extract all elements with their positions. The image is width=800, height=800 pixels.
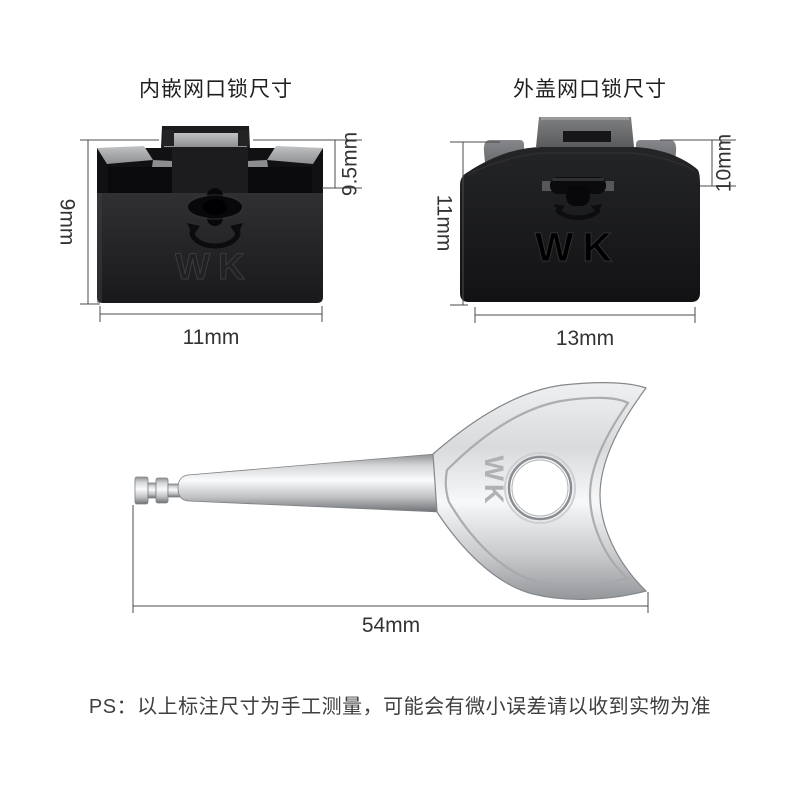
right-lock-height-left-dim: 11mm [432, 141, 500, 306]
right-lock-product: WK [460, 117, 700, 302]
note-text: PS：以上标注尺寸为手工测量，可能会有微小误差请以收到实物为准 [88, 696, 712, 718]
left-lock-title: 内嵌网口锁尺寸 [139, 78, 293, 101]
left-lock-rotate-arrow-icon [187, 223, 243, 249]
left-lock-figure: WK 9mm 9.5mm 11mm [55, 126, 362, 349]
left-lock-dimensions: 9mm 9.5mm 11mm [55, 132, 362, 349]
left-lock-product: WK [97, 126, 323, 303]
key-hole [504, 452, 576, 524]
left-lock-brand-logo: WK [175, 246, 253, 287]
right-lock-brand-logo: WK [535, 224, 621, 270]
key-length-label: 54mm [362, 614, 420, 637]
right-lock-height-right-label: 10mm [713, 134, 736, 192]
key-brand-logo: WK [479, 456, 509, 507]
left-lock-width-label: 11mm [183, 326, 240, 349]
right-lock-dimensions: 11mm 10mm 13mm [432, 134, 736, 350]
right-lock-title: 外盖网口锁尺寸 [513, 78, 667, 101]
key-shaft [177, 453, 440, 513]
right-lock-figure: WK 11mm 10mm 13mm [432, 117, 736, 350]
left-lock-height-right-dim: 9.5mm [253, 132, 362, 196]
left-lock-width-dim: 11mm [99, 306, 323, 349]
right-lock-top-tab [536, 117, 634, 147]
right-lock-height-right-dim: 10mm [660, 134, 736, 192]
key-length-dim: 54mm [132, 505, 649, 637]
left-lock-height-left-dim: 9mm [55, 139, 159, 305]
right-lock-width-label: 13mm [556, 327, 614, 350]
key-figure: WK 54mm [132, 382, 649, 637]
left-lock-top-tab [159, 126, 252, 193]
left-lock-height-left-label: 9mm [55, 199, 78, 246]
right-lock-keyhole-icon [542, 177, 614, 206]
right-lock-rotate-arrow-icon [554, 204, 602, 220]
key-tip [134, 476, 183, 505]
key-product: WK [134, 382, 648, 600]
left-lock-height-right-label: 9.5mm [339, 132, 362, 196]
left-lock-right-shoulder [248, 146, 323, 193]
right-lock-body [460, 147, 700, 302]
left-lock-keyhole-icon [186, 188, 244, 226]
left-lock-left-shoulder [97, 146, 172, 193]
key-groove [444, 396, 630, 587]
right-lock-height-left-label: 11mm [432, 195, 455, 252]
right-lock-width-dim: 13mm [474, 307, 696, 350]
